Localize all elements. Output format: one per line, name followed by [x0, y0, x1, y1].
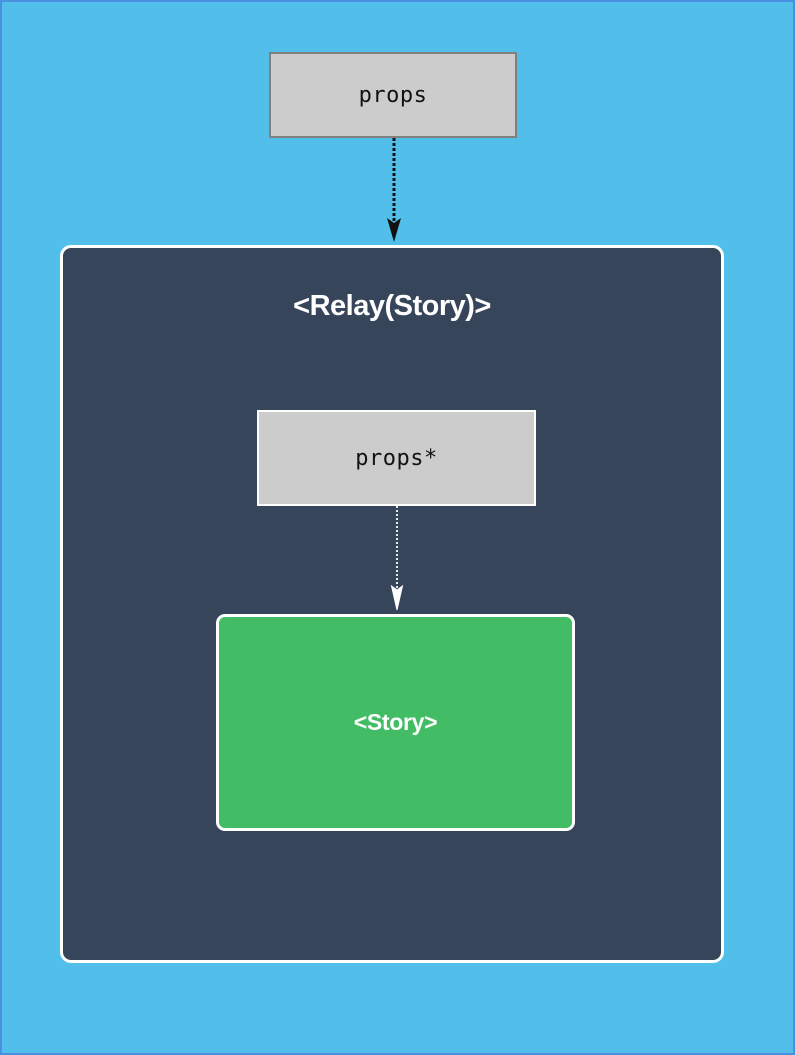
node-story: <Story>	[216, 614, 575, 831]
edge-props-to-relay-arrow	[387, 138, 401, 242]
node-props-inner-label: props*	[355, 445, 438, 471]
node-story-label: <Story>	[353, 709, 438, 735]
node-relay-container: <Relay(Story)> props* <Story>	[60, 245, 724, 963]
node-props-outer-label: props	[358, 82, 428, 108]
node-relay-container-label: <Relay(Story)>	[293, 290, 491, 322]
node-props-outer: props	[269, 52, 517, 138]
edge-props-star-to-story-arrow	[390, 506, 404, 611]
node-props-inner: props*	[257, 410, 536, 506]
